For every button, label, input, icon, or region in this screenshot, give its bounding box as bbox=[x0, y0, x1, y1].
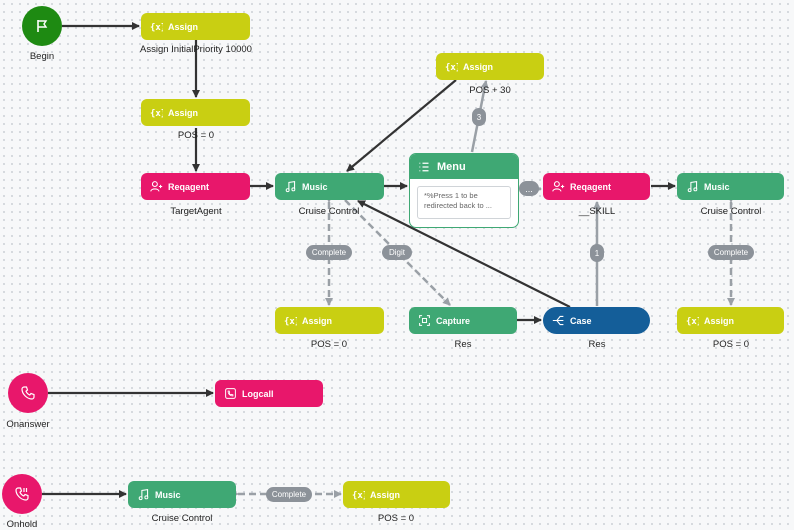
node-type-label: Assign bbox=[168, 107, 199, 118]
node-type-label: Music bbox=[704, 181, 730, 192]
menu-header: Menu bbox=[410, 154, 518, 179]
reqagent-skill-node[interactable]: Reqagent bbox=[543, 173, 650, 200]
connector-music-capture bbox=[344, 199, 451, 306]
variable-icon: {x} bbox=[685, 314, 699, 328]
node-type-label: Music bbox=[302, 181, 328, 192]
node-type-label: Case bbox=[570, 315, 592, 326]
variable-icon: {x} bbox=[283, 314, 297, 328]
node-type-label: Assign bbox=[370, 489, 401, 500]
svg-text:{x}: {x} bbox=[150, 23, 163, 33]
node-type-label: Assign bbox=[302, 315, 333, 326]
edge-label-complete[interactable]: Complete bbox=[306, 245, 352, 260]
reqagent-target-caption: TargetAgent bbox=[170, 206, 222, 217]
log-call-icon bbox=[223, 387, 237, 401]
assign-pos0-a-caption: POS = 0 bbox=[177, 130, 215, 141]
assign-pos0-c-caption: POS = 0 bbox=[712, 339, 750, 350]
menu-prompt: *%Press 1 to be redirected back to ... bbox=[417, 186, 511, 219]
add-person-icon bbox=[149, 180, 163, 194]
onhold-node[interactable] bbox=[2, 474, 42, 514]
reqagent-skill-caption: __SKILL bbox=[578, 206, 616, 217]
assign-pos0-d-node[interactable]: {x} Assign bbox=[343, 481, 450, 508]
svg-text:{x}: {x} bbox=[150, 109, 163, 119]
variable-icon: {x} bbox=[351, 488, 365, 502]
connector-case-music bbox=[357, 200, 571, 308]
edge-label-3[interactable]: 3 bbox=[472, 108, 486, 126]
variable-icon: {x} bbox=[444, 60, 458, 74]
menu-title: Menu bbox=[437, 160, 466, 173]
node-type-label: Reqagent bbox=[570, 181, 612, 192]
capture-node[interactable]: Capture bbox=[409, 307, 517, 334]
music-note-icon bbox=[136, 488, 150, 502]
svg-text:{x}: {x} bbox=[686, 317, 699, 327]
assign-pos0-b-node[interactable]: {x} Assign bbox=[275, 307, 384, 334]
node-type-label: Assign bbox=[704, 315, 735, 326]
assign-pos0-b-caption: POS = 0 bbox=[310, 339, 348, 350]
onhold-label: Onhold bbox=[6, 519, 38, 530]
svg-text:{x}: {x} bbox=[445, 63, 458, 73]
assign-pos0-a-node[interactable]: {x} Assign bbox=[141, 99, 250, 126]
node-type-label: Capture bbox=[436, 315, 471, 326]
assign-pos30-node[interactable]: {x} Assign bbox=[436, 53, 544, 80]
variable-icon: {x} bbox=[149, 106, 163, 120]
node-type-label: Assign bbox=[168, 21, 199, 32]
assign-pos30-caption: POS + 30 bbox=[469, 85, 511, 96]
case-caption: Res bbox=[588, 339, 606, 350]
onanswer-label: Onanswer bbox=[6, 419, 50, 430]
capture-icon bbox=[417, 314, 431, 328]
assign-pos0-d-caption: POS = 0 bbox=[377, 513, 415, 524]
connector-assign30-music bbox=[346, 79, 457, 172]
music-note-icon bbox=[283, 180, 297, 194]
branch-icon bbox=[551, 314, 565, 328]
music-right-node[interactable]: Music bbox=[677, 173, 784, 200]
edge-label-1[interactable]: 1 bbox=[590, 244, 604, 262]
music-main-node[interactable]: Music bbox=[275, 173, 384, 200]
edge-label-complete[interactable]: Complete bbox=[266, 487, 312, 502]
edge-label-complete[interactable]: Complete bbox=[708, 245, 754, 260]
node-type-label: Music bbox=[155, 489, 181, 500]
svg-text:{x}: {x} bbox=[352, 491, 365, 501]
music-note-icon bbox=[685, 180, 699, 194]
assign-initial-node[interactable]: {x} Assign bbox=[141, 13, 250, 40]
phone-hold-icon bbox=[15, 487, 29, 501]
phone-icon bbox=[21, 386, 35, 400]
menu-node[interactable]: Menu *%Press 1 to be redirected back to … bbox=[409, 153, 519, 228]
begin-label: Begin bbox=[29, 51, 55, 62]
onanswer-node[interactable] bbox=[8, 373, 48, 413]
assign-initial-caption: Assign InitialPriority 10000 bbox=[140, 44, 252, 55]
music-main-caption: Cruise Control bbox=[298, 206, 360, 217]
node-type-label: Assign bbox=[463, 61, 494, 72]
svg-text:{x}: {x} bbox=[284, 317, 297, 327]
begin-node[interactable] bbox=[22, 6, 62, 46]
list-icon bbox=[418, 160, 432, 174]
capture-caption: Res bbox=[454, 339, 472, 350]
add-person-icon bbox=[551, 180, 565, 194]
music-right-caption: Cruise Control bbox=[700, 206, 762, 217]
variable-icon: {x} bbox=[149, 20, 163, 34]
edge-label-digit[interactable]: Digit bbox=[382, 245, 412, 260]
menu-more-button[interactable]: ... bbox=[519, 181, 539, 196]
reqagent-target-node[interactable]: Reqagent bbox=[141, 173, 250, 200]
flag-icon bbox=[37, 20, 48, 32]
logcall-node[interactable]: Logcall bbox=[215, 380, 323, 407]
assign-pos0-c-node[interactable]: {x} Assign bbox=[677, 307, 784, 334]
node-type-label: Reqagent bbox=[168, 181, 210, 192]
music-hold-caption: Cruise Control bbox=[151, 513, 213, 524]
node-type-label: Logcall bbox=[242, 388, 274, 399]
case-node[interactable]: Case bbox=[543, 307, 650, 334]
music-hold-node[interactable]: Music bbox=[128, 481, 236, 508]
